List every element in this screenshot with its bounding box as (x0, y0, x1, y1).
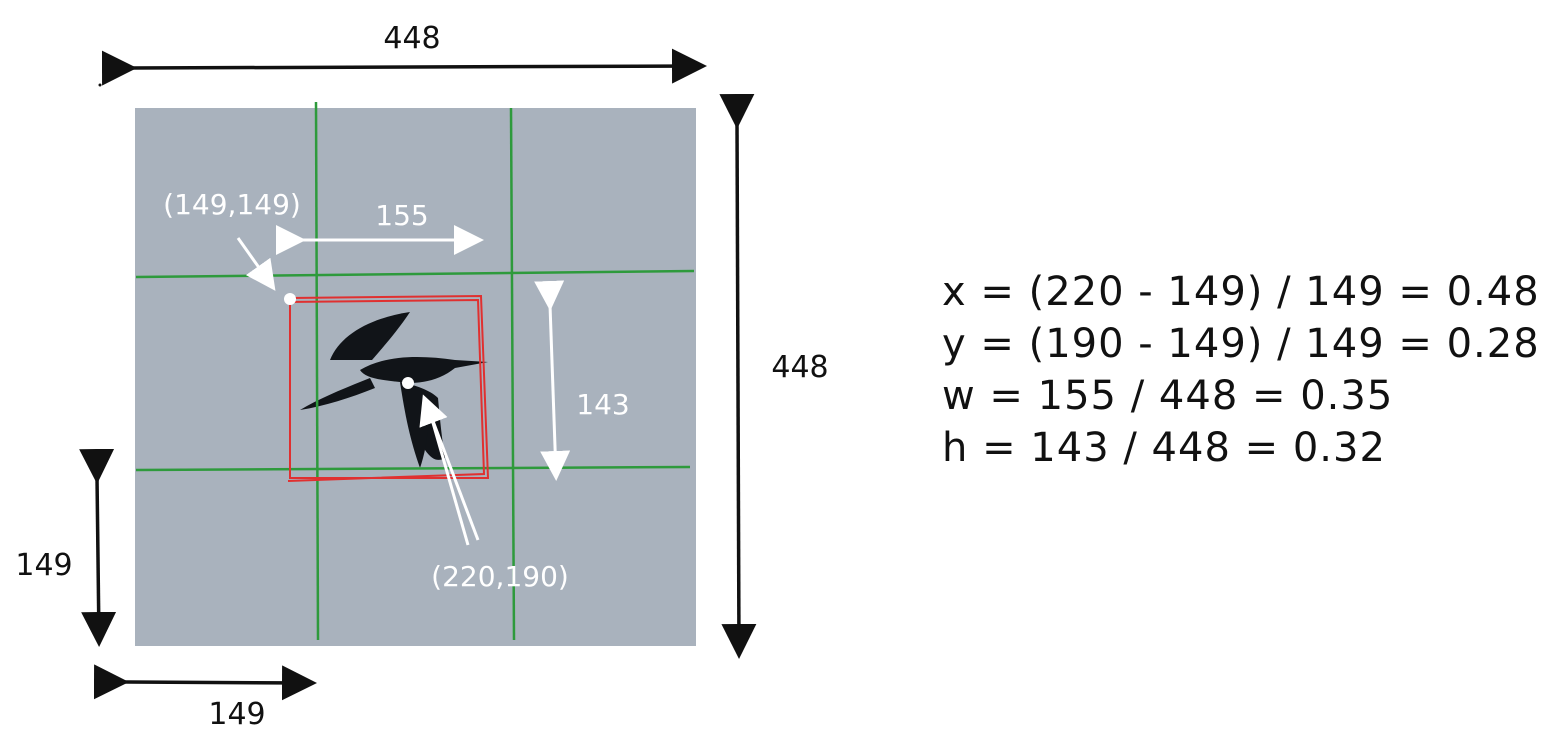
top-left-point (284, 293, 296, 305)
formula-y: y = (190 - 149) / 149 = 0.28 (942, 321, 1540, 367)
box-width-label: 155 (375, 199, 428, 232)
top-left-pointer-arrow (236, 237, 276, 291)
right-height-label: 448 (771, 350, 828, 385)
formula-x: x = (220 - 149) / 149 = 0.48 (942, 269, 1540, 315)
top-width-label: 448 (383, 21, 440, 56)
left-cell-arrow (79, 448, 117, 647)
stray-dot (98, 83, 102, 87)
top-width-arrow (101, 48, 707, 86)
center-point (402, 377, 414, 389)
grid-lines (135, 101, 695, 641)
grid-vertical-2 (509, 107, 516, 641)
center-point-label: (220,190) (431, 560, 569, 593)
box-height-arrow (534, 280, 571, 481)
bounding-box (285, 294, 490, 482)
bottom-cell-arrow (93, 664, 317, 701)
formula-list: x = (220 - 149) / 149 = 0.48 y = (190 - … (942, 266, 1540, 474)
grid-horizontal-1 (135, 269, 695, 279)
formula-w: w = 155 / 448 = 0.35 (942, 373, 1394, 419)
top-left-point-label: (149,149) (163, 188, 301, 221)
box-height-label: 143 (576, 388, 629, 421)
grid-vertical-1 (314, 101, 320, 641)
left-cell-label: 149 (15, 548, 72, 583)
formula-h: h = 143 / 448 = 0.32 (942, 425, 1386, 471)
annotation-arrows (236, 225, 571, 546)
grid-horizontal-2 (135, 465, 691, 472)
bottom-cell-label: 149 (208, 697, 265, 732)
right-height-arrow (719, 93, 757, 659)
dimension-arrows (79, 48, 757, 701)
